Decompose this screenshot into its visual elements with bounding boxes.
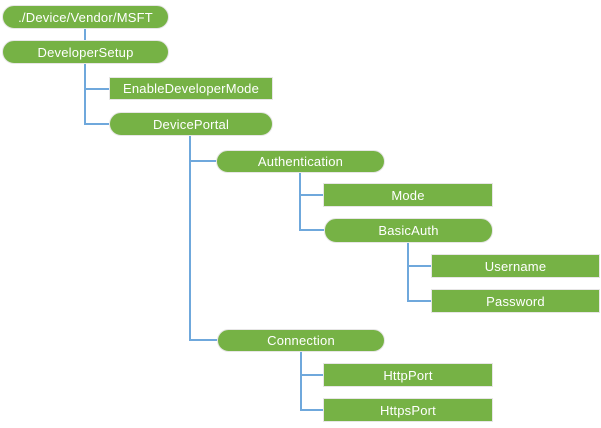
node-basicauth: BasicAuth — [324, 218, 493, 243]
node-httpport: HttpPort — [323, 363, 493, 387]
node-username: Username — [431, 254, 600, 278]
connector-branch-enabledevelopermode — [84, 88, 109, 90]
node-mode: Mode — [323, 183, 493, 207]
connector-branch-httpport — [300, 374, 324, 376]
connector-basicauth-trunk — [407, 243, 409, 302]
node-developersetup: DeveloperSetup — [2, 40, 169, 64]
connector-branch-password — [407, 300, 432, 302]
node-password: Password — [431, 289, 600, 313]
connector-branch-connection — [189, 339, 218, 341]
connector-deviceportal-trunk — [189, 136, 191, 341]
connector-branch-httpsport — [300, 409, 324, 411]
connector-root-to-developersetup — [84, 29, 86, 40]
node-authentication: Authentication — [216, 150, 385, 173]
connector-branch-authentication — [189, 160, 217, 162]
node-deviceportal: DevicePortal — [109, 112, 273, 136]
connector-branch-username — [407, 265, 432, 267]
connector-branch-mode — [299, 194, 324, 196]
connector-connection-trunk — [300, 352, 302, 411]
connector-authentication-trunk — [299, 173, 301, 231]
node-connection: Connection — [217, 329, 385, 352]
connector-developersetup-trunk — [84, 64, 86, 125]
connector-branch-basicauth — [299, 229, 325, 231]
connector-branch-deviceportal — [84, 123, 109, 125]
node-httpsport: HttpsPort — [323, 398, 493, 422]
node-enabledevelopermode: EnableDeveloperMode — [109, 77, 273, 100]
node-device-vendor-msft: ./Device/Vendor/MSFT — [2, 5, 169, 29]
